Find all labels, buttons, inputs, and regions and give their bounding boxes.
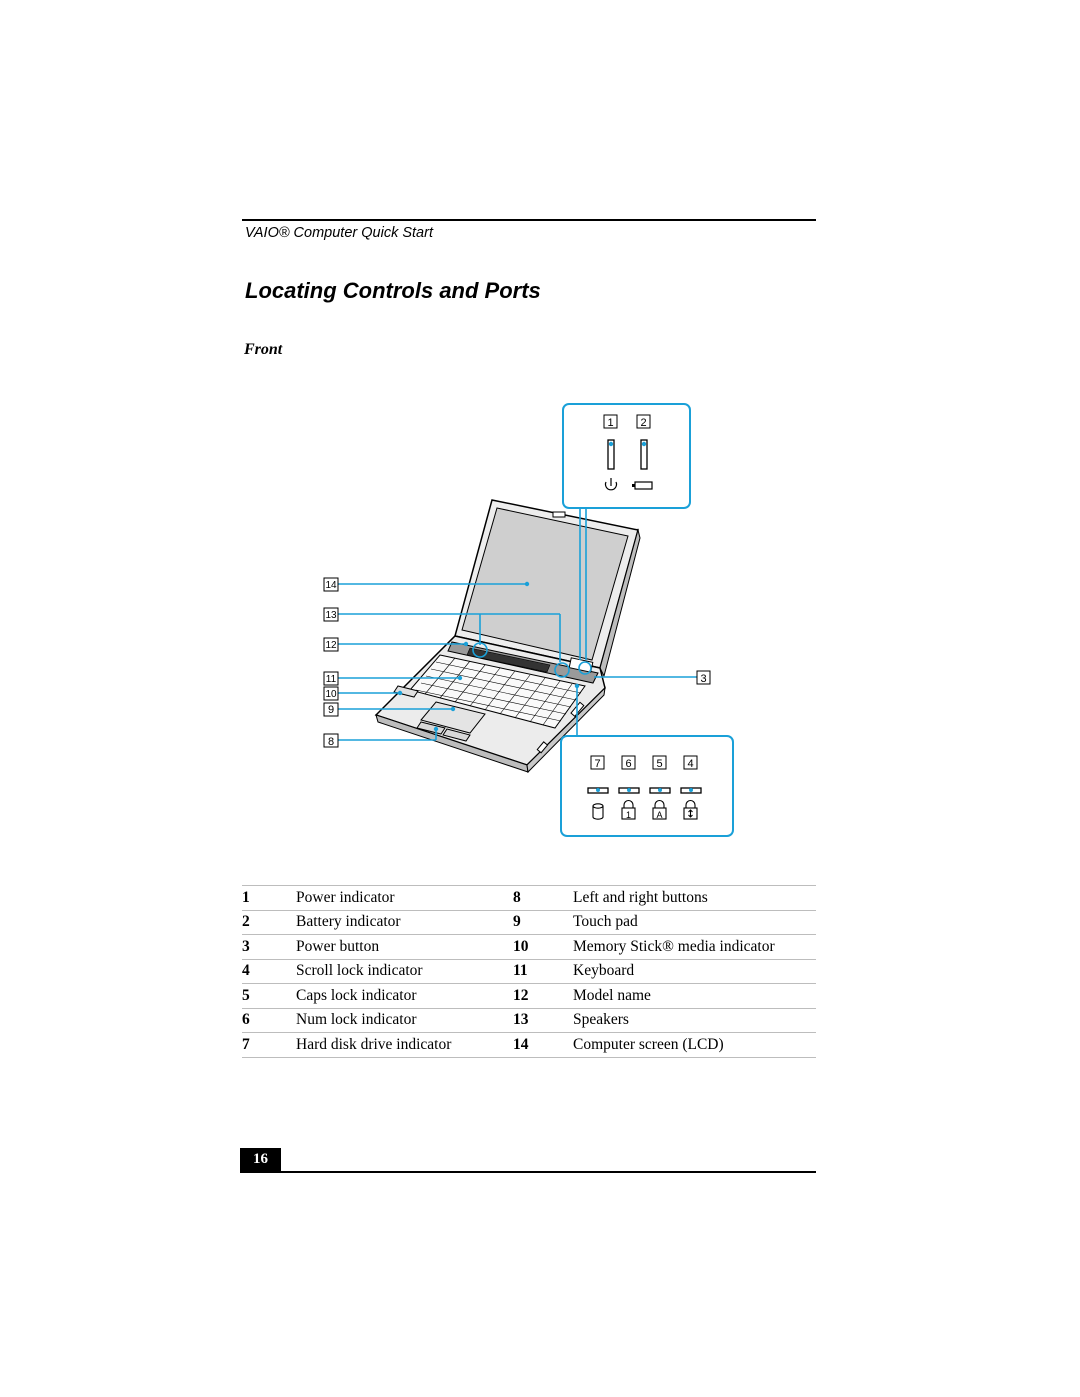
table-row: 2 Battery indicator 9 Touch pad bbox=[242, 910, 816, 935]
footer-rule bbox=[240, 1171, 816, 1173]
part-label: Speakers bbox=[573, 1008, 816, 1033]
callout-11-label: 11 bbox=[323, 671, 339, 686]
svg-text:10: 10 bbox=[325, 689, 337, 700]
part-label: Num lock indicator bbox=[296, 1008, 513, 1033]
svg-text:1: 1 bbox=[626, 810, 631, 820]
svg-text:11: 11 bbox=[326, 674, 337, 685]
page-title: Locating Controls and Ports bbox=[245, 278, 541, 303]
hard-disk-icon bbox=[592, 803, 604, 820]
part-label: Touch pad bbox=[573, 910, 816, 935]
caps-lock-icon: A bbox=[652, 799, 667, 820]
callout-6-label: 6 bbox=[621, 755, 636, 770]
svg-text:8: 8 bbox=[328, 736, 334, 748]
part-label: Battery indicator bbox=[296, 910, 513, 935]
callout-7-label: 7 bbox=[590, 755, 605, 770]
power-symbol-icon bbox=[604, 478, 618, 491]
part-number: 2 bbox=[242, 910, 296, 935]
svg-text:3: 3 bbox=[700, 673, 706, 685]
svg-text:12: 12 bbox=[325, 640, 337, 651]
part-label: Caps lock indicator bbox=[296, 983, 513, 1009]
table-row: 6 Num lock indicator 13 Speakers bbox=[242, 1008, 816, 1033]
part-number: 3 bbox=[242, 934, 296, 960]
laptop-front-figure: 1 2 bbox=[323, 403, 734, 837]
callout-4-label: 4 bbox=[683, 755, 698, 770]
part-number: 6 bbox=[242, 1008, 296, 1033]
svg-text:13: 13 bbox=[325, 610, 337, 621]
svg-text:14: 14 bbox=[325, 580, 337, 591]
callout-10-label: 10 bbox=[323, 686, 339, 701]
part-label: Computer screen (LCD) bbox=[573, 1032, 816, 1058]
part-number: 12 bbox=[513, 983, 573, 1009]
svg-text:4: 4 bbox=[687, 758, 693, 770]
table-row: 3 Power button 10 Memory Stick® media in… bbox=[242, 934, 816, 960]
header-rule bbox=[242, 219, 816, 221]
page-number: 16 bbox=[240, 1148, 281, 1171]
svg-text:6: 6 bbox=[625, 758, 631, 770]
callout-9-label: 9 bbox=[323, 702, 339, 717]
callout-12-label: 12 bbox=[323, 637, 339, 652]
part-number: 14 bbox=[513, 1032, 573, 1058]
table-row: 1 Power indicator 8 Left and right butto… bbox=[242, 885, 816, 911]
svg-text:7: 7 bbox=[594, 758, 600, 770]
svg-text:2: 2 bbox=[640, 417, 646, 429]
part-number: 10 bbox=[513, 934, 573, 960]
part-label: Left and right buttons bbox=[573, 885, 816, 911]
section-heading: Front bbox=[244, 341, 283, 358]
part-number: 13 bbox=[513, 1008, 573, 1033]
part-number: 8 bbox=[513, 885, 573, 911]
part-number: 4 bbox=[242, 959, 296, 984]
svg-text:1: 1 bbox=[607, 417, 613, 429]
laptop-illustration bbox=[374, 499, 641, 774]
svg-text:5: 5 bbox=[656, 758, 662, 770]
part-number: 11 bbox=[513, 959, 573, 984]
callout-2-label: 2 bbox=[636, 414, 651, 429]
part-label: Model name bbox=[573, 983, 816, 1009]
table-row: 4 Scroll lock indicator 11 Keyboard bbox=[242, 959, 816, 984]
svg-text:9: 9 bbox=[328, 704, 334, 716]
part-label: Power indicator bbox=[296, 885, 513, 911]
part-number: 1 bbox=[242, 885, 296, 911]
part-label: Power button bbox=[296, 934, 513, 960]
table-row: 5 Caps lock indicator 12 Model name bbox=[242, 983, 816, 1009]
running-header: VAIO® Computer Quick Start bbox=[245, 225, 433, 241]
callout-8-label: 8 bbox=[323, 733, 339, 748]
scroll-lock-icon bbox=[683, 799, 698, 820]
svg-text:A: A bbox=[656, 810, 662, 820]
part-label: Hard disk drive indicator bbox=[296, 1032, 513, 1058]
callout-14-label: 14 bbox=[323, 577, 339, 592]
battery-icon bbox=[632, 481, 653, 490]
callout-13-label: 13 bbox=[323, 607, 339, 622]
parts-legend-table: 1 Power indicator 8 Left and right butto… bbox=[242, 885, 816, 1058]
callout-5-label: 5 bbox=[652, 755, 667, 770]
part-label: Keyboard bbox=[573, 959, 816, 984]
callout-1-label: 1 bbox=[603, 414, 618, 429]
part-number: 9 bbox=[513, 910, 573, 935]
part-number: 5 bbox=[242, 983, 296, 1009]
part-label: Scroll lock indicator bbox=[296, 959, 513, 984]
part-label: Memory Stick® media indicator bbox=[573, 934, 816, 960]
callout-3-label: 3 bbox=[696, 670, 711, 685]
num-lock-icon: 1 bbox=[621, 799, 636, 820]
table-row: 7 Hard disk drive indicator 14 Computer … bbox=[242, 1032, 816, 1058]
part-number: 7 bbox=[242, 1032, 296, 1058]
